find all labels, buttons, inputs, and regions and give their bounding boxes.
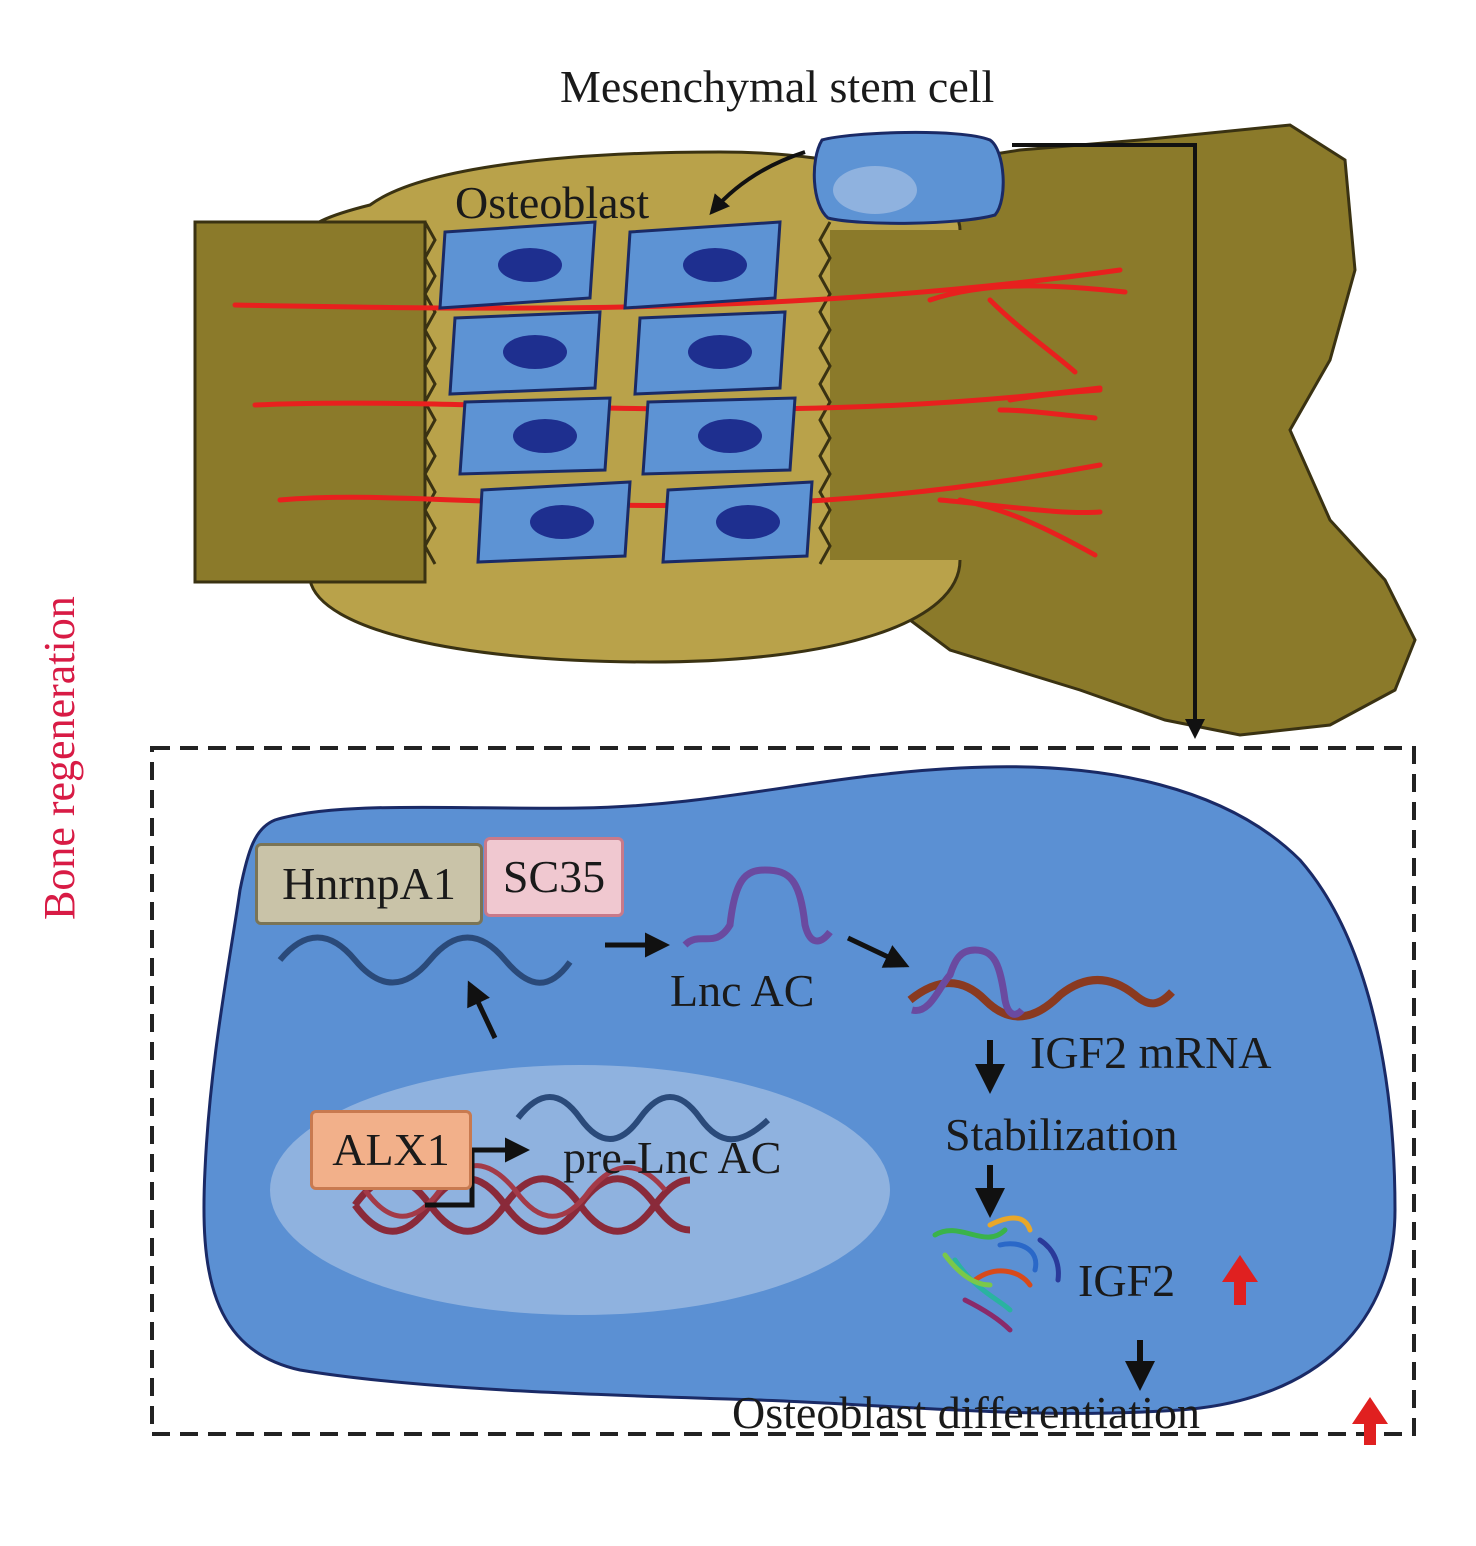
pre-lnc-ac-strand	[515, 1094, 771, 1143]
cell-nucleus	[688, 335, 752, 369]
igf2-mrna-strand	[907, 976, 1175, 1021]
igf2-label: IGF2	[1078, 1255, 1176, 1306]
zoom-arrow	[1012, 143, 1205, 739]
fracture-line-left	[423, 221, 437, 565]
cell-nucleus	[498, 248, 562, 282]
osteoblast-cells	[438, 220, 814, 564]
pre-lnc-ac-label: pre-Lnc AC	[563, 1132, 782, 1183]
msc-label: Mesenchymal stem cell	[560, 61, 995, 112]
export-arrow	[467, 980, 498, 1040]
bone-right-inner	[830, 230, 965, 560]
osteoblast-differentiation-label: Osteoblast differentiation	[732, 1387, 1200, 1438]
spliced-strand	[277, 934, 573, 986]
increase-arrows	[1222, 1255, 1388, 1445]
cell-nucleus	[716, 505, 780, 539]
lnc-ac-label: Lnc AC	[670, 965, 815, 1016]
cell-nucleus	[530, 505, 594, 539]
transcription-arrow	[425, 1137, 530, 1208]
stabilization-label: Stabilization	[945, 1109, 1178, 1160]
zoom-frame	[150, 746, 1416, 1436]
igf2-mrna-label: IGF2 mRNA	[1030, 1027, 1272, 1078]
fracture-line-right	[818, 221, 832, 565]
igf2-protein	[932, 1215, 1061, 1333]
bone-right	[828, 123, 1417, 737]
cell-nucleus	[513, 419, 577, 453]
dna-helix	[352, 1163, 691, 1235]
msc-to-osteoblast-arrow	[709, 150, 806, 216]
up-arrow-icon	[1222, 1255, 1258, 1305]
sc35-box: SC35	[484, 837, 624, 917]
lnc-ac-bound	[911, 946, 1025, 1018]
osteoblast-label: Osteoblast	[455, 177, 650, 228]
lnc-to-igf2-arrow	[846, 935, 910, 968]
cell-nucleus	[683, 248, 747, 282]
cell-nucleus	[503, 335, 567, 369]
up-arrow-icon	[1352, 1397, 1388, 1445]
cell-nucleus	[698, 419, 762, 453]
side-title: Bone regeneration	[35, 596, 84, 920]
alx1-box: ALX1	[310, 1110, 472, 1190]
lnc-ac-strand	[682, 866, 833, 948]
msc-nucleus	[833, 166, 917, 214]
hnrnpa1-box: HnrnpA1	[255, 843, 483, 925]
